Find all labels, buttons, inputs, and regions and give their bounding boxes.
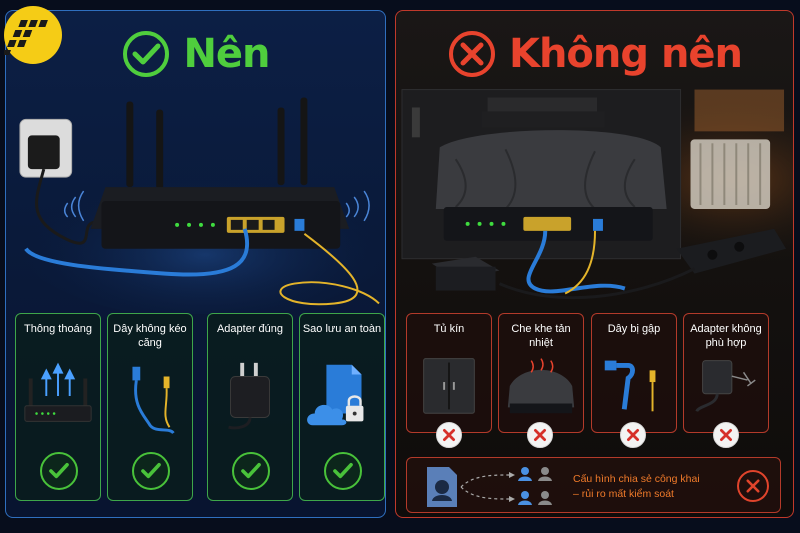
do-card-ventilation: Thông thoáng [15, 313, 101, 501]
do-card-label: Dây không kéo căng [113, 323, 187, 349]
do-heading: Nên [6, 29, 385, 79]
x-icon [436, 422, 462, 448]
brand-logo [2, 6, 62, 64]
check-circle-icon [121, 29, 171, 79]
dont-card-label: Che khe tản nhiệt [511, 323, 571, 349]
power-adapter-icon [211, 356, 289, 436]
check-icon [324, 452, 362, 490]
dont-card-bent-cable: Dây bị gập [591, 313, 677, 433]
cloud-lock-icon [303, 356, 381, 436]
dont-title: Không nên [508, 31, 743, 77]
dont-card-closed-cabinet: Tủ kín [406, 313, 492, 433]
dont-card-label: Tủ kín [433, 323, 465, 335]
warning-line-2: – rủi ro mất kiểm soát [573, 488, 674, 500]
loose-cable-icon [111, 356, 189, 436]
x-icon [527, 422, 553, 448]
router-airflow-icon [19, 356, 97, 436]
dont-card-covered-vents: Che khe tản nhiệt [498, 313, 584, 433]
check-icon [232, 452, 270, 490]
dont-panel: Không nên [395, 10, 794, 518]
do-card-loose-cable: Dây không kéo căng [107, 313, 193, 501]
warning-text: Cấu hình chia sẻ công khai – rủi ro mất … [573, 472, 733, 502]
do-card-right-adapter: Adapter đúng [207, 313, 293, 501]
shared-profile-icon [413, 461, 578, 511]
do-title: Nên [183, 31, 270, 77]
dont-heading: Không nên [396, 29, 793, 79]
router-bad-scene [396, 89, 793, 314]
router-good-scene [6, 89, 385, 314]
do-card-label: Sao lưu an toàn [302, 323, 382, 335]
x-icon [713, 422, 739, 448]
do-card-label: Adapter đúng [216, 323, 284, 335]
bent-cable-icon [595, 350, 673, 418]
check-icon [40, 452, 78, 490]
do-panel: Nên [5, 10, 386, 518]
check-icon [132, 452, 170, 490]
do-card-safe-backup: Sao lưu an toàn [299, 313, 385, 501]
dont-card-label: Dây bị gập [607, 323, 661, 335]
do-card-label: Thông thoáng [24, 323, 92, 335]
warning-line-1: Cấu hình chia sẻ công khai [573, 473, 700, 485]
wrong-adapter-icon [687, 350, 765, 418]
x-icon [620, 422, 646, 448]
x-circle-icon [737, 470, 769, 502]
public-share-warning: Cấu hình chia sẻ công khai – rủi ro mất … [406, 457, 781, 513]
closed-cabinet-icon [410, 350, 488, 418]
x-circle-icon [447, 29, 497, 79]
dont-card-wrong-adapter: Adapter không phù hợp [683, 313, 769, 433]
covered-router-icon [502, 350, 580, 418]
dont-card-label: Adapter không phù hợp [690, 323, 762, 349]
